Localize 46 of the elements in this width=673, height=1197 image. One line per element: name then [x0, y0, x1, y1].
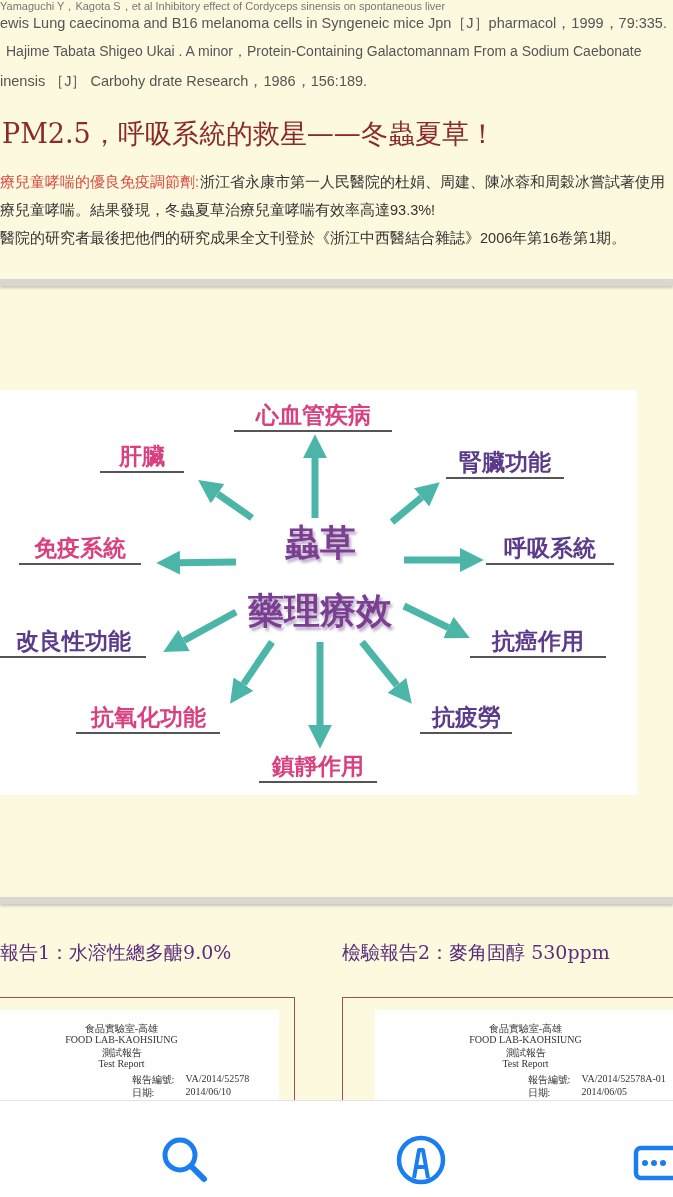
underlined-label: 腎臟功能 [446, 447, 564, 479]
report-text: 2014/06/05 [581, 1085, 628, 1097]
underlined-label: 鎮靜作用 [259, 751, 377, 783]
reference-text: inensis ［J］ Carbohy drate Research，1986，156:189. [0, 72, 368, 91]
underlined-label: 改良性功能 [0, 626, 146, 658]
report-text: Test Report [501, 1057, 550, 1069]
underlined-label: 呼吸系統 [486, 533, 614, 565]
report-text: 測試報告 [100, 1045, 143, 1060]
highlight-text: 療兒童哮喘的優良免疫調節劑: [0, 173, 200, 192]
page-title: PM2.5，呼吸系統的救星——冬蟲夏草！ [2, 117, 496, 151]
report-text: 食品實驗室-高雄 [487, 1021, 564, 1036]
center-title: 蟲草 [283, 522, 357, 564]
underlined-label: 免疫系統 [19, 533, 141, 565]
arrow [359, 639, 412, 704]
report-heading: 報告1：水溶性總多醣9.0% [0, 940, 232, 965]
arrow [230, 640, 275, 704]
report-text: 食品實驗室-高雄 [83, 1021, 160, 1036]
reference-text: ewis Lung caecinoma and B16 melanoma cells in Syngeneic mice Jpn［J］pharmacol，1999，79:335. [0, 14, 667, 33]
center-title: 藥理療效 [247, 590, 393, 632]
body-text: 醫院的研究者最後把他們的研究成果全文刊登於《浙江中西醫結合雜誌》2006年第16卷第1期。 [0, 229, 627, 248]
body-text: 療兒童哮喘。結果發現，冬蟲夏草治療兒童哮喘有效率高達93.3%! [0, 201, 436, 220]
reference-text: Hajime Tabata Shigeo Ukai . A minor，Protein-Containing Galactomannam From a Sodium Caebonate [6, 43, 642, 61]
report-text: 日期: [131, 1085, 155, 1100]
report-text: Test Report [97, 1057, 146, 1069]
report-text: VA/2014/52578 [185, 1072, 250, 1084]
arrow [198, 480, 254, 521]
underlined-label: 抗癌作用 [470, 626, 606, 658]
underlined-label: 肝臟 [100, 441, 184, 473]
arrow [389, 482, 440, 525]
report-text: FOOD LAB-KAOHSIUNG [64, 1033, 179, 1045]
reference-text: Yamaguchi Y，Kagota S，et al Inhibitory effect of Cordyceps sinensis on spontaneous liver [0, 0, 446, 14]
report-text: 報告編號: [131, 1072, 175, 1087]
report-text: FOOD LAB-KAOHSIUNG [468, 1033, 583, 1045]
arrow [156, 550, 237, 575]
report-text: 測試報告 [504, 1045, 547, 1060]
report-heading: 檢驗報告2：麥角固醇 530ppm [342, 940, 610, 965]
underlined-label: 抗氧化功能 [76, 702, 220, 734]
arrow [402, 602, 470, 639]
report-text: 報告編號: [527, 1072, 571, 1087]
underlined-label: 抗疲勞 [420, 702, 512, 734]
report-text: 日期: [527, 1085, 551, 1100]
body-text: 浙江省永康市第一人民醫院的杜娟、周建、陳冰蓉和周穀冰嘗試著使用 [200, 173, 666, 192]
underlined-label: 心血管疾病 [234, 400, 392, 432]
report-text: 2014/06/10 [185, 1085, 232, 1097]
report-text: VA/2014/52578A-01 [581, 1072, 666, 1084]
arrow [163, 608, 238, 652]
